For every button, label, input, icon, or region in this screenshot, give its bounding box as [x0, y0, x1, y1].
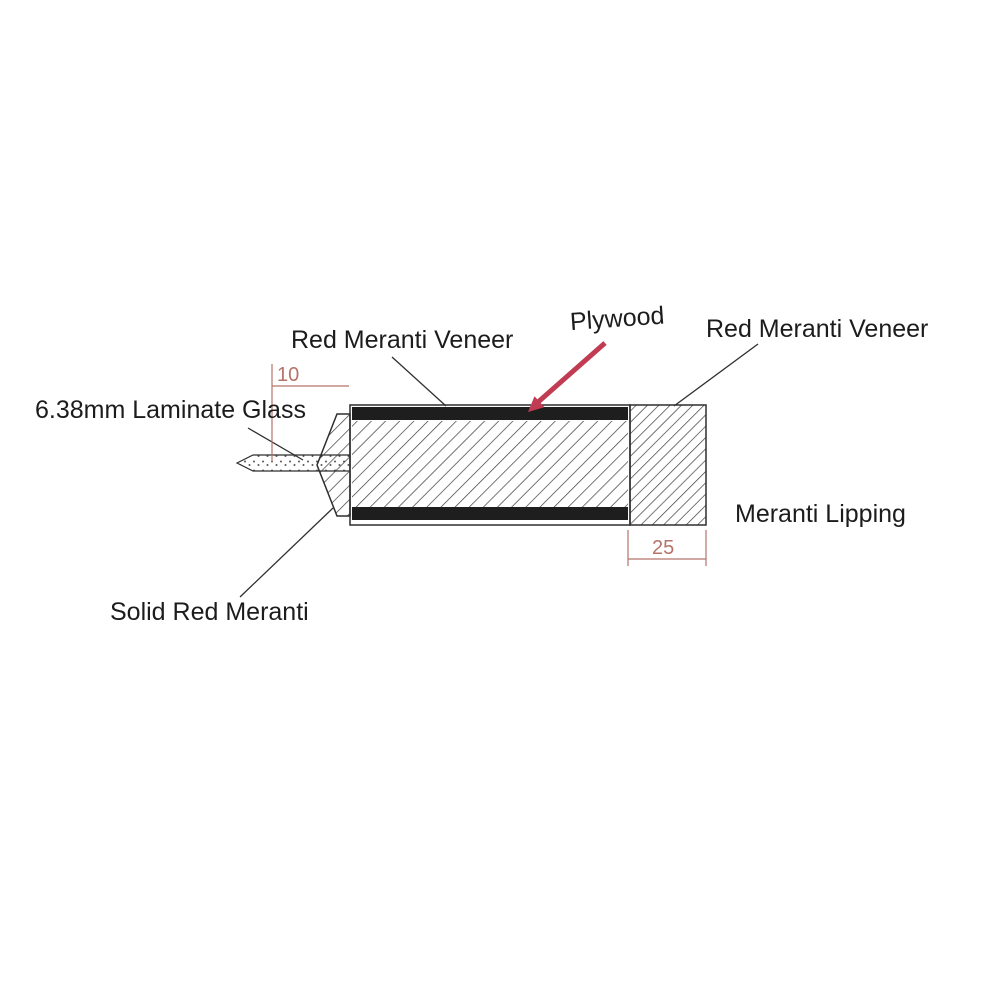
- top-veneer-strip: [352, 407, 628, 420]
- leader-line-veneer-left: [391, 356, 447, 407]
- laminate-glass-label: 6.38mm Laminate Glass: [35, 396, 306, 424]
- meranti-lipping-label: Meranti Lipping: [735, 500, 906, 528]
- dimension-10-value: 10: [277, 364, 299, 386]
- plywood-label: Plywood: [569, 302, 665, 337]
- panel-linework: [235, 343, 759, 598]
- dimension-lines: [271, 364, 707, 566]
- plywood-arrow-shaft: [535, 341, 607, 405]
- solid-red-meranti-label: Solid Red Meranti: [110, 598, 309, 626]
- leader-line-glass: [247, 427, 304, 461]
- plywood-core: [352, 421, 628, 507]
- plywood-arrow-head: [528, 396, 545, 412]
- bottom-veneer-strip: [352, 507, 628, 520]
- leader-line-solid-meranti: [239, 507, 334, 598]
- dimension-25-value: 25: [652, 537, 674, 559]
- red-meranti-veneer-left-label: Red Meranti Veneer: [291, 326, 513, 354]
- dimension-texts: 10 25: [277, 364, 674, 559]
- solid-meranti-section: [316, 413, 351, 517]
- meranti-lipping-section: [629, 404, 707, 526]
- leader-line-veneer-right: [673, 343, 759, 407]
- red-meranti-veneer-right-label: Red Meranti Veneer: [706, 315, 928, 343]
